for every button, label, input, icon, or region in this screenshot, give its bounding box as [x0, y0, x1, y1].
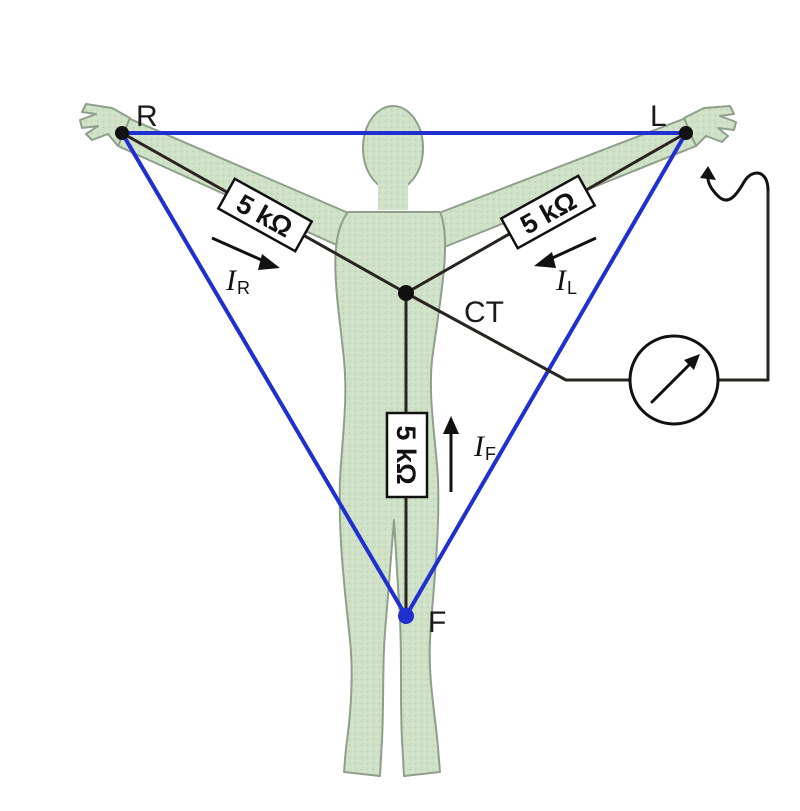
current-arrow-foot	[443, 416, 459, 492]
current-left-symbol: I	[555, 264, 568, 297]
current-label-right: IR	[225, 264, 250, 298]
wire-meter-to-lead	[716, 188, 770, 382]
head	[362, 105, 424, 191]
node-right-arm	[115, 126, 129, 140]
node-label-left: L	[650, 100, 667, 133]
node-label-right: R	[136, 100, 158, 133]
current-arrow-left	[534, 236, 597, 268]
current-label-left: IL	[555, 264, 577, 298]
current-foot-subscript: F	[485, 444, 496, 464]
node-foot	[398, 608, 414, 624]
galvanometer-icon	[628, 334, 720, 426]
einthoven-triangle	[120, 131, 688, 618]
current-left-subscript: L	[567, 278, 577, 298]
current-label-foot: IF	[473, 430, 496, 464]
current-right-symbol: I	[225, 264, 238, 297]
resistor-foot: 5 kΩ	[385, 411, 429, 499]
resistor-foot-label: 5 kΩ	[391, 425, 421, 484]
left-hand	[683, 105, 737, 147]
node-label-foot: F	[428, 606, 446, 639]
node-left-arm	[679, 126, 693, 140]
curled-lead-arrow-icon	[700, 166, 770, 202]
wire-ct-to-meter	[404, 291, 632, 382]
current-arrow-right	[211, 236, 280, 270]
node-central-terminal	[398, 285, 414, 301]
current-foot-symbol: I	[473, 430, 486, 463]
lead-ii-line	[120, 131, 408, 618]
node-label-ct: CT	[464, 296, 504, 329]
neck	[378, 182, 408, 210]
lead-iii-line	[404, 131, 688, 618]
current-right-subscript: R	[237, 278, 250, 298]
